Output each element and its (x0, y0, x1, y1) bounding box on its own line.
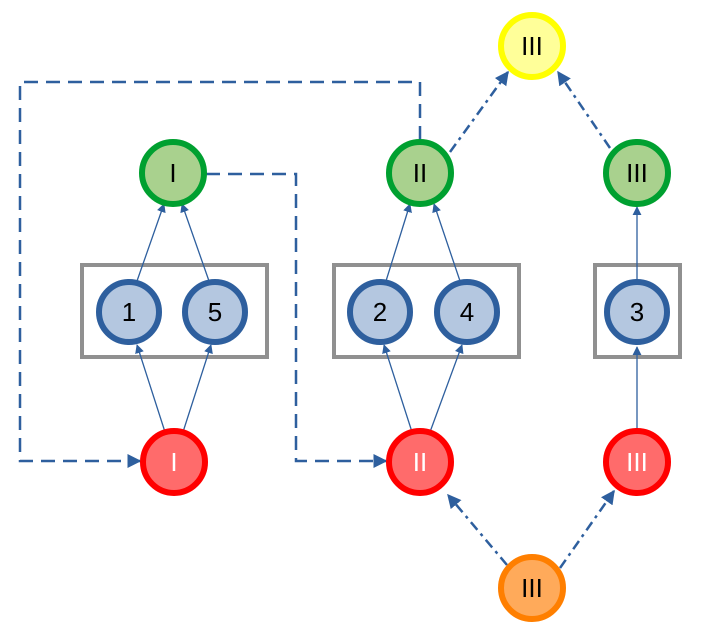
node-red-I-label: I (170, 447, 177, 477)
node-5: 5 (182, 279, 248, 345)
edge-red-I-to-5 (182, 344, 213, 433)
edge-1-to-green-I (136, 203, 166, 282)
node-green-I: I (139, 139, 207, 207)
node-green-III: III (603, 139, 671, 207)
node-yellow-III-label: III (521, 31, 543, 61)
node-orange-III-label: III (521, 573, 543, 603)
node-4-label: 4 (460, 297, 474, 327)
edge-5-to-green-I (180, 203, 210, 282)
node-yellow-III: III (498, 12, 566, 80)
node-red-I: I (140, 428, 208, 496)
edge-red-II-to-2 (382, 344, 413, 433)
node-3: 3 (604, 279, 670, 345)
group-box-1-5 (80, 263, 269, 359)
dashdot-green-III-to-yellow-III (556, 70, 612, 149)
node-3-label: 3 (630, 297, 644, 327)
dashdot-orange-III-to-red-II (447, 493, 508, 566)
node-1-label: 1 (122, 297, 136, 327)
edge-2-to-green-II (385, 203, 412, 282)
node-red-III: III (603, 428, 671, 496)
node-4: 4 (434, 279, 500, 345)
dashdot-orange-III-to-red-III (558, 489, 616, 569)
dashdot-green-II-to-yellow-III (448, 70, 510, 153)
edge-red-I-to-1 (135, 344, 166, 433)
dashed-green-I-to-red-II (206, 172, 388, 468)
edge-4-to-green-II (432, 203, 461, 282)
node-red-II-label: II (413, 447, 427, 477)
node-2: 2 (347, 279, 413, 345)
node-green-II: II (386, 139, 454, 207)
node-red-II: II (386, 428, 454, 496)
node-green-I-label: I (169, 158, 176, 188)
node-green-III-label: III (626, 158, 648, 188)
node-red-III-label: III (626, 447, 648, 477)
node-orange-III: III (498, 554, 566, 622)
node-green-II-label: II (413, 158, 427, 188)
node-5-label: 5 (208, 297, 222, 327)
node-2-label: 2 (373, 297, 387, 327)
edge-red-II-to-4 (429, 344, 464, 433)
node-1: 1 (96, 279, 162, 345)
group-box-2-4 (332, 263, 521, 359)
